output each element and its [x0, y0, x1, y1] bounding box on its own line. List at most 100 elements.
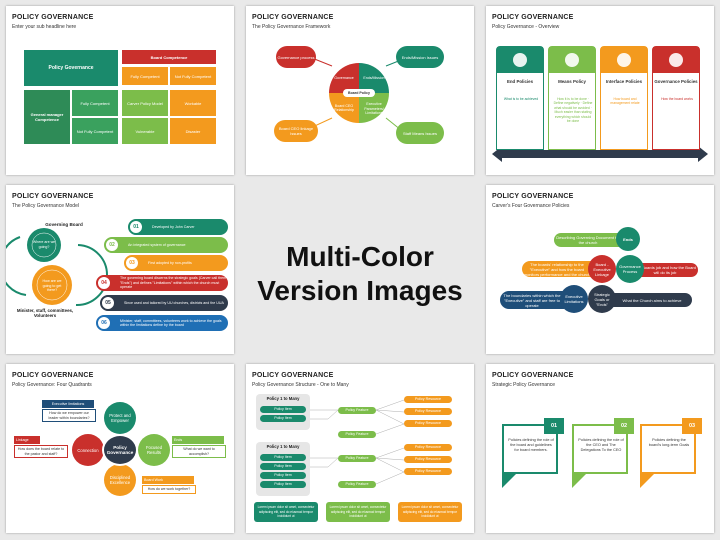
slide-subtitle: Enter your sub headline here — [12, 24, 77, 30]
model-step-pill: Since used and tailored by UU churches, … — [102, 295, 228, 311]
policy-resource: Policy Resource — [404, 420, 452, 427]
slide-title: POLICY GOVERNANCE — [492, 372, 574, 379]
governance-process-circle: Governance Process — [616, 255, 644, 283]
connection-circle: Connection — [72, 434, 104, 466]
card-header — [601, 47, 647, 73]
slide-board-competence[interactable]: POLICY GOVERNANCE Enter your sub headlin… — [6, 6, 234, 175]
policy-item: Policy Item — [260, 454, 306, 461]
arrows-icon — [617, 53, 631, 67]
step-text: Since used and tailored by UU churches, … — [124, 300, 224, 305]
exec-limitations-tag: Executive limitations — [42, 400, 94, 408]
card-text: What is to be achieved — [503, 97, 539, 101]
card-text: Policies defining the board's long-term … — [648, 438, 690, 447]
step-number: 06 — [96, 315, 112, 331]
gm-competence-box: General manager Competence — [24, 90, 70, 144]
policy-feature: Policy Feature — [338, 407, 376, 414]
focused-circle: Focused Results — [138, 434, 170, 466]
card-header — [653, 47, 699, 73]
step-number: 05 — [100, 295, 116, 311]
exec-limits-segment-label: Executive Parameters/ Limitations — [364, 102, 384, 116]
model-step-pill: The governing board discerns the strateg… — [98, 275, 228, 291]
card-text: How board and management relate — [610, 97, 640, 106]
board-exec-circle: Board - Executive Linkage — [588, 255, 616, 283]
where-going-label: Where are we going? — [32, 240, 56, 249]
policy-feature: Policy Feature — [338, 481, 376, 488]
policy-resource: Policy Resource — [404, 408, 452, 415]
lorem-box: Lorem ipsum dolor sit amet, consectetur … — [398, 502, 462, 522]
t4-banner: The boundaries within which the "Executi… — [500, 291, 564, 309]
slide-subtitle: Policy Governance: Four Quadrants — [12, 382, 92, 388]
model-step-pill: Developed by John Carver — [130, 219, 228, 235]
ministers-label: Minister, staff, committees, Volunteers — [16, 308, 74, 318]
slide-overview[interactable]: POLICY GOVERNANCE Policy Governance - Ov… — [486, 6, 714, 175]
not-fully-competent-row: Not Fully Competent — [72, 118, 118, 144]
slide-subtitle: Strategic Policy Governance — [492, 382, 556, 388]
policy-item: Policy Item — [260, 415, 306, 422]
vulnerable-cell: Vulnerable — [122, 118, 168, 144]
card-text: How it is to be done · Define negatively… — [553, 97, 593, 124]
card-number-flag: 03 — [682, 418, 702, 434]
linkage-question: How does the board relate to the pastor … — [14, 445, 68, 458]
slide-title: POLICY GOVERNANCE — [252, 372, 334, 379]
slide-strategic-policy[interactable]: POLICY GOVERNANCE Strategic Policy Gover… — [486, 364, 714, 533]
card-tail — [502, 474, 516, 488]
slide-governance-model[interactable]: POLICY GOVERNANCE The Policy Governance … — [6, 185, 234, 354]
board-work-tag: Board Work — [142, 476, 194, 484]
board-ceo-segment-label: Board CEO Relationship — [334, 103, 354, 113]
disaster-cell: Disaster — [170, 118, 216, 144]
slide-title: POLICY GOVERNANCE — [492, 193, 574, 200]
linkage-tag: Linkage — [14, 436, 40, 444]
governance-segment-label: Governance — [334, 75, 354, 80]
step-number: 04 — [96, 275, 112, 291]
slide-subtitle: Carver's Four Governance Policies — [492, 203, 570, 209]
policy-governance-center: Policy Governance — [102, 434, 138, 466]
policy-resource: Policy Resource — [404, 444, 452, 451]
t2-banner: The boards' relationship to the "Executi… — [522, 261, 592, 277]
ends-question: What do we want to accomplish? — [172, 445, 226, 458]
ends-issues-bubble: Ends/Mission Issues — [396, 46, 444, 68]
policy-feature: Policy Feature — [338, 455, 376, 462]
protect-circle: Protect and Empower — [104, 402, 136, 434]
policy-item: Policy Item — [260, 472, 306, 479]
step-text: Developed by John Carver — [152, 224, 195, 229]
framework-wheel — [305, 57, 407, 135]
slide-subtitle: The Policy Governance Model — [12, 203, 79, 209]
exec-question: How do we empower our leader within boun… — [42, 409, 96, 422]
step-text: The governing board discerns the strateg… — [120, 276, 227, 290]
card-number-flag: 01 — [544, 418, 564, 434]
gears-illustration — [6, 228, 108, 307]
policy-1-many-label: Policy 1 to Many — [266, 443, 300, 449]
slide-one-to-many[interactable]: POLICY GOVERNANCE Policy Governance Stru… — [246, 364, 474, 533]
governing-board-label: Governing Board — [45, 222, 83, 227]
connector-lines — [308, 399, 405, 485]
t1-banner: Describing Governing Document for the ch… — [554, 233, 622, 247]
slide-title: POLICY GOVERNANCE — [492, 14, 574, 21]
card-text: Policies defining the role of the board … — [508, 438, 554, 452]
slide-carver-policies[interactable]: POLICY GOVERNANCE Carver's Four Governan… — [486, 185, 714, 354]
ends-circle: Ends — [616, 227, 640, 251]
step-text: Minister, staff, committees, volunteers … — [120, 318, 222, 328]
card-label: Governance Policies — [654, 79, 698, 84]
board-question: How do we work together? — [142, 485, 196, 494]
heading-line-1: Multi-Color — [286, 241, 434, 272]
disciplined-circle: Disciplined Excellence — [104, 464, 136, 496]
gear-icon — [565, 53, 579, 67]
step-text: An integrated system of governance — [128, 242, 186, 247]
slide-subtitle: Policy Governance Structure - One to Man… — [252, 382, 349, 388]
policy-feature: Policy Feature — [338, 431, 376, 438]
slide-governance-framework[interactable]: POLICY GOVERNANCE The Policy Governance … — [246, 6, 474, 175]
slide-title: POLICY GOVERNANCE — [12, 372, 94, 379]
slide-subtitle: Policy Governance - Overview — [492, 24, 560, 30]
card-tail — [572, 474, 586, 488]
people-icon — [669, 53, 683, 67]
model-step-pill: An integrated system of governance — [106, 237, 228, 253]
board-ceo-linkage-bubble: Board CEO linkage Issues — [274, 120, 318, 142]
governance-process-bubble: Governance process — [276, 46, 316, 68]
slide-four-quadrants[interactable]: POLICY GOVERNANCE Policy Governance: Fou… — [6, 364, 234, 533]
target-icon — [513, 53, 527, 67]
